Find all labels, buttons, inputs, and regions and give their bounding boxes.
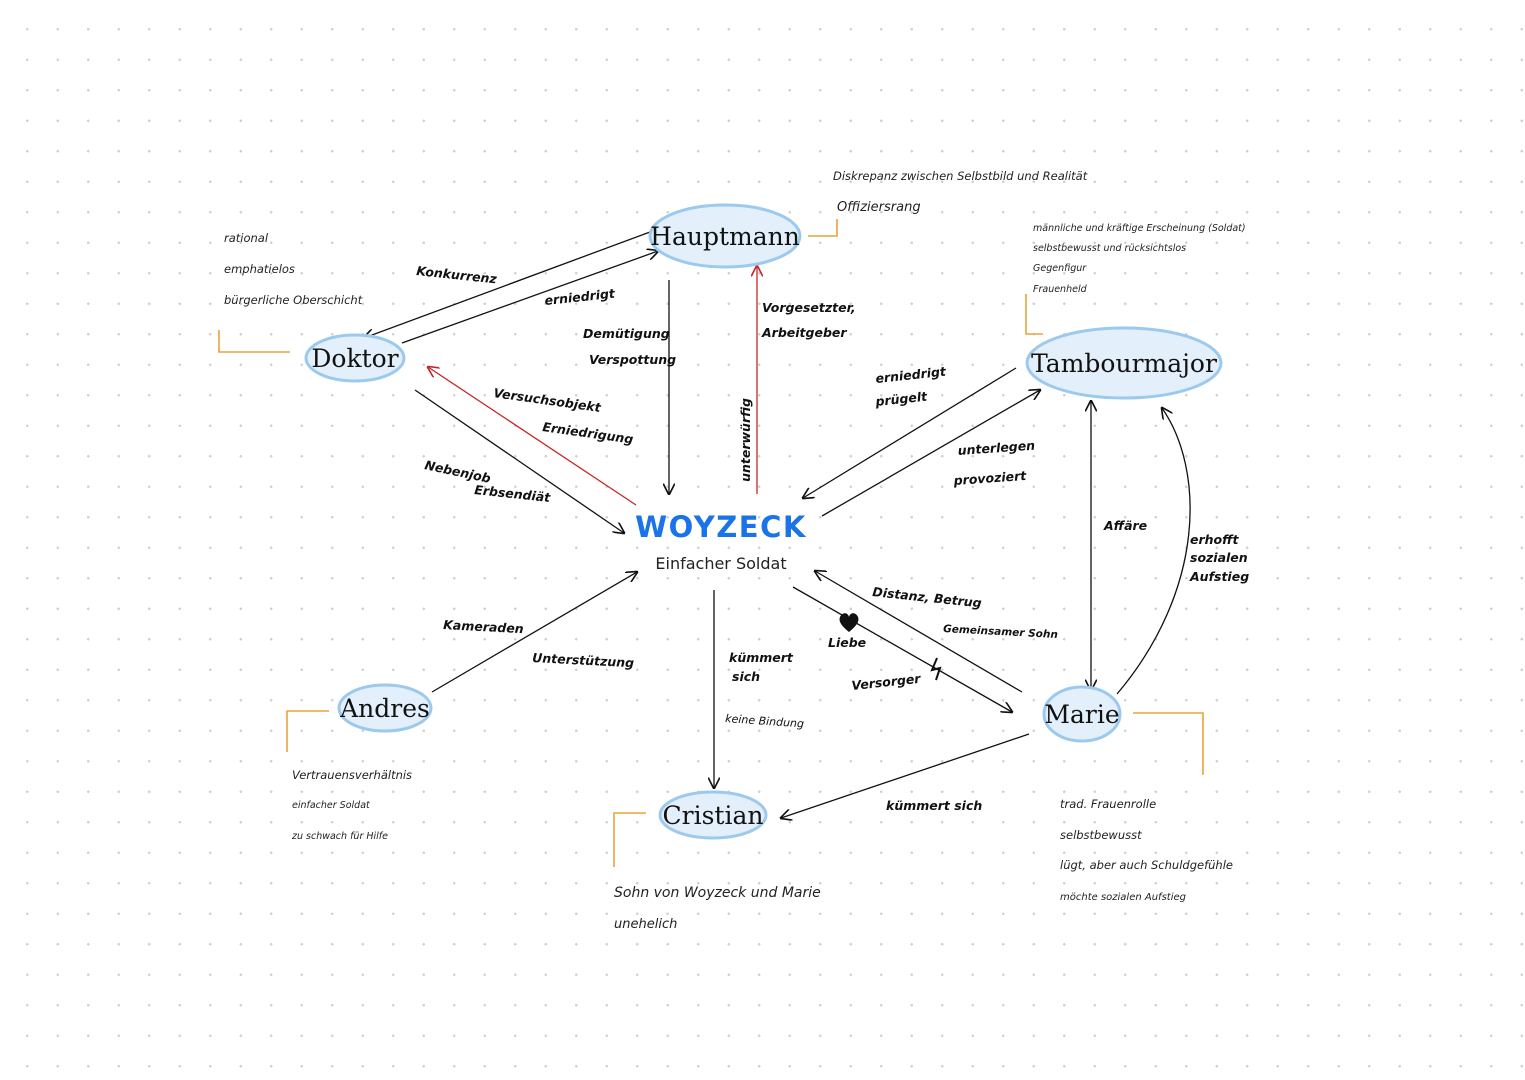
notes-andres: Vertrauensverhältnis einfacher Soldat zu… — [291, 768, 412, 842]
note-text: selbstbewusst — [1060, 828, 1142, 842]
heart-icon — [839, 613, 859, 632]
edge-label-pruegelt: prügelt — [874, 389, 929, 410]
edge-marie-to-woyzeck — [815, 571, 1023, 693]
note-text: unehelich — [614, 917, 677, 932]
bracket-andres — [286, 710, 329, 752]
node-hauptmann[interactable]: Hauptmann — [648, 203, 802, 269]
edge-woyzeck-to-tambourmajor — [821, 390, 1040, 517]
edge-label-versuchsobjekt: Versuchsobjekt — [493, 385, 603, 415]
edge-label-distanz-betrug: Distanz, Betrug — [872, 584, 983, 610]
edge-hauptmann-to-doktor — [364, 231, 651, 338]
edge-label-liebe: Liebe — [828, 635, 866, 650]
edge-label-keine-bindung: keine Bindung — [725, 712, 805, 730]
node-label-cristian: Cristian — [663, 801, 764, 830]
node-label-hauptmann: Hauptmann — [650, 222, 800, 251]
edge-label-nebenjob: Nebenjob — [423, 457, 492, 486]
edge-label-erniedrigt: erniedrigt — [544, 286, 617, 308]
notes-tambourmajor: männliche und kräftige Erscheinung (Sold… — [1033, 223, 1246, 295]
node-doktor[interactable]: Doktor — [304, 333, 406, 383]
note-text: rational — [224, 231, 269, 245]
note-text: möchte sozialen Aufstieg — [1060, 892, 1186, 903]
notes-hauptmann: Diskrepanz zwischen Selbstbild und Reali… — [833, 169, 1088, 215]
bracket-hauptmann — [808, 219, 838, 237]
note-text: Diskrepanz zwischen Selbstbild und Reali… — [833, 169, 1088, 183]
note-text: männliche und kräftige Erscheinung (Sold… — [1033, 223, 1246, 234]
edge-label-erniedrigung: Erniedrigung — [542, 419, 635, 447]
edge-label-affaere: Affäre — [1103, 518, 1147, 533]
note-text: emphatielos — [224, 262, 295, 276]
edge-label-kuemmert-sich: kümmert sich — [886, 798, 982, 813]
edge-label-sozialen: sozialen — [1190, 550, 1248, 565]
note-text: bürgerliche Oberschicht — [224, 293, 363, 307]
edge-label-demuetigung: Demütigung — [583, 326, 670, 341]
note-text: selbstbewusst und rücksichtslos — [1033, 243, 1186, 254]
note-text: einfacher Soldat — [292, 800, 371, 811]
edge-label-provoziert: provoziert — [952, 468, 1028, 488]
note-text: zu schwach für Hilfe — [291, 831, 388, 842]
node-cristian[interactable]: Cristian — [658, 790, 768, 840]
edge-label-unterwuerfig: unterwürfig — [738, 398, 753, 482]
edge-label-erhofft: erhofft — [1190, 532, 1240, 547]
edge-label-vorgesetzter: Vorgesetzter, — [762, 300, 856, 315]
edge-label-gemeinsamer-sohn: Gemeinsamer Sohn — [943, 623, 1058, 641]
edge-label-aufstieg: Aufstieg — [1189, 569, 1249, 584]
notes-doktor: rational emphatielos bürgerliche Obersch… — [224, 231, 363, 307]
edge-label-versorger: Versorger — [851, 671, 922, 693]
center-title: WOYZECK — [635, 510, 807, 544]
bracket-marie — [1133, 712, 1204, 775]
notes-marie: trad. Frauenrolle selbstbewusst lügt, ab… — [1060, 797, 1233, 903]
edge-label-unterlegen: unterlegen — [957, 438, 1035, 458]
note-text: trad. Frauenrolle — [1060, 797, 1156, 811]
edge-woyzeck-to-doktor — [428, 367, 637, 506]
node-label-andres: Andres — [339, 694, 430, 723]
node-label-tambourmajor: Tambourmajor — [1031, 349, 1217, 378]
edge-label-sich: sich — [732, 669, 760, 684]
edge-marie-to-cristian — [781, 733, 1030, 818]
note-text: Gegenfigur — [1033, 263, 1087, 274]
bracket-tambourmajor — [1025, 294, 1043, 335]
edge-doktor-to-hauptmann — [401, 251, 658, 344]
edge-label-konkurrenz: Konkurrenz — [416, 263, 499, 286]
node-tambourmajor[interactable]: Tambourmajor — [1025, 326, 1223, 400]
lightning-icon — [930, 657, 942, 681]
edge-andres-to-woyzeck — [431, 572, 637, 693]
node-andres[interactable]: Andres — [337, 683, 433, 733]
notes-cristian: Sohn von Woyzeck und Marie unehelich — [614, 885, 821, 932]
note-text: lügt, aber auch Schuldgefühle — [1060, 858, 1233, 872]
center-subtitle: Einfacher Soldat — [655, 554, 786, 573]
edge-label-unterstuetzung: Unterstützung — [532, 650, 635, 670]
bracket-cristian — [613, 812, 646, 867]
edge-label-arbeitgeber: Arbeitgeber — [761, 325, 847, 340]
note-text: Sohn von Woyzeck und Marie — [614, 885, 821, 901]
node-label-marie: Marie — [1044, 700, 1119, 729]
edge-label-kuemmert: kümmert — [729, 650, 794, 665]
edge-label-erniedrigt-tm: erniedrigt — [875, 364, 948, 386]
edge-label-erbsendiaet: Erbsendiät — [474, 482, 552, 505]
note-text: Frauenheld — [1033, 284, 1088, 295]
bracket-doktor — [218, 330, 290, 353]
edge-marie-to-tambourmajor — [1116, 408, 1191, 695]
edge-label-kameraden: Kameraden — [443, 617, 524, 636]
node-label-doktor: Doktor — [311, 344, 398, 373]
note-text: Offiziersrang — [837, 200, 921, 215]
edge-doktor-to-woyzeck — [414, 389, 624, 533]
node-woyzeck[interactable]: WOYZECK Einfacher Soldat — [635, 510, 807, 573]
note-text: Vertrauensverhältnis — [292, 768, 412, 782]
node-marie[interactable]: Marie — [1042, 685, 1122, 743]
edge-tambourmajor-to-woyzeck — [803, 367, 1017, 498]
edge-woyzeck-to-marie — [792, 586, 1012, 712]
edge-label-verspottung: Verspottung — [589, 352, 676, 367]
